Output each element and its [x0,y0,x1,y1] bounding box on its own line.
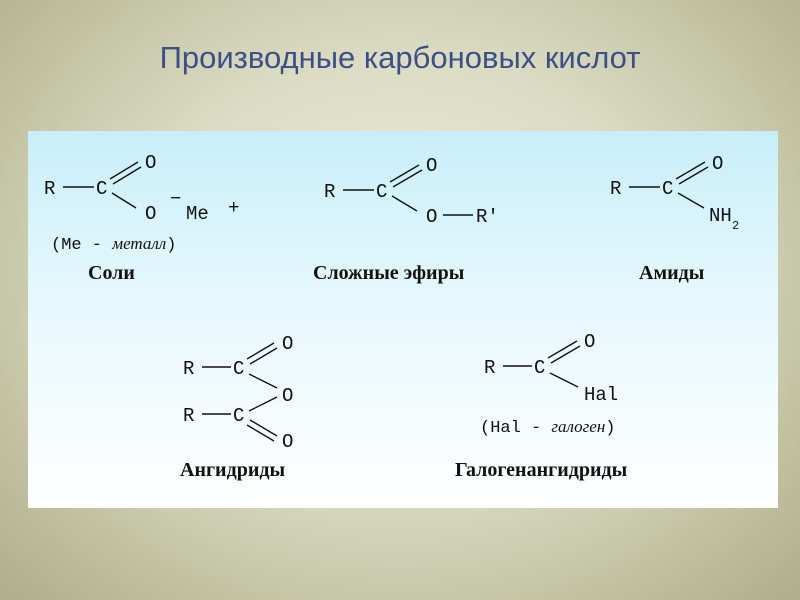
bond-c-hal [549,372,579,388]
atom-metal: Me [186,203,209,225]
bond-c-o-double-2 [550,345,581,364]
atom-o: O [145,152,156,174]
bond-c-o-double-1 [246,424,275,442]
atom-r: R [324,181,335,203]
bond-c-o-double-1 [246,342,275,360]
acyl-halide-formula: R C O Hal [484,331,618,406]
atom-o: O [426,206,437,228]
atom-r: R [44,178,55,200]
atom-o: O [426,155,437,177]
atom-o: O [145,203,156,225]
bond-c-o [111,192,137,209]
atom-o: O [584,331,595,353]
amide-label: Амиды [639,262,705,284]
bond-c-o-double-2 [249,347,278,365]
atom-r: R [484,357,495,379]
plus-charge: + [228,197,239,219]
ester-formula: R C O O R' [324,155,499,228]
bond-c-o-bridge [248,396,278,412]
bond-c-o-double-1 [389,164,420,183]
acyl-halide-label: Галогенангидриды [455,459,628,481]
bond-c-o-bridge [248,373,278,389]
atom-r: R [183,358,194,380]
anhydride-label: Ангидриды [180,459,285,481]
atom-c: C [233,405,244,427]
atom-o: O [282,333,293,355]
bond-c-o-double-2 [249,419,278,437]
atom-o: O [712,153,723,175]
atom-r: R [183,405,194,427]
page-title: Производные карбоновых кислот [159,40,641,75]
acyl-halide-note: (Hal - галоген) [480,417,616,438]
anhydride-formula: R C O O R C O [183,333,293,453]
bond-c-o [391,195,418,212]
atom-r-prime: R' [476,206,499,228]
amide-formula: R C O NH 2 [610,153,739,233]
atom-halogen: Hal [584,384,618,406]
atom-c: C [376,181,387,203]
structural-formulas-diagram: R C O O − Me + (Me - металл) Соли R C O … [44,152,739,481]
ester-label: Сложные эфиры [313,262,465,284]
salt-note: (Me - металл) [51,234,176,255]
atom-c: C [96,178,107,200]
atom-c: C [662,178,673,200]
bond-c-n [677,192,705,209]
salt-label: Соли [88,262,135,284]
bond-c-o-double-1 [547,340,578,359]
bond-c-o-double-1 [109,161,139,180]
salt-formula: R C O O − Me + [44,152,239,225]
minus-charge: − [170,188,181,210]
atom-o-bridge: O [282,385,293,407]
subscript-2: 2 [732,219,739,233]
amino-group: NH [709,205,732,227]
atom-c: C [534,357,545,379]
bond-c-o-double-2 [112,166,142,185]
atom-o: O [282,431,293,453]
bond-c-o-double-2 [392,169,423,188]
formula-panel: R C O O − Me + (Me - металл) Соли R C O … [28,131,778,508]
atom-c: C [233,358,244,380]
bond-c-o-double-1 [675,161,706,180]
atom-r: R [610,178,621,200]
bond-c-o-double-2 [678,166,709,185]
